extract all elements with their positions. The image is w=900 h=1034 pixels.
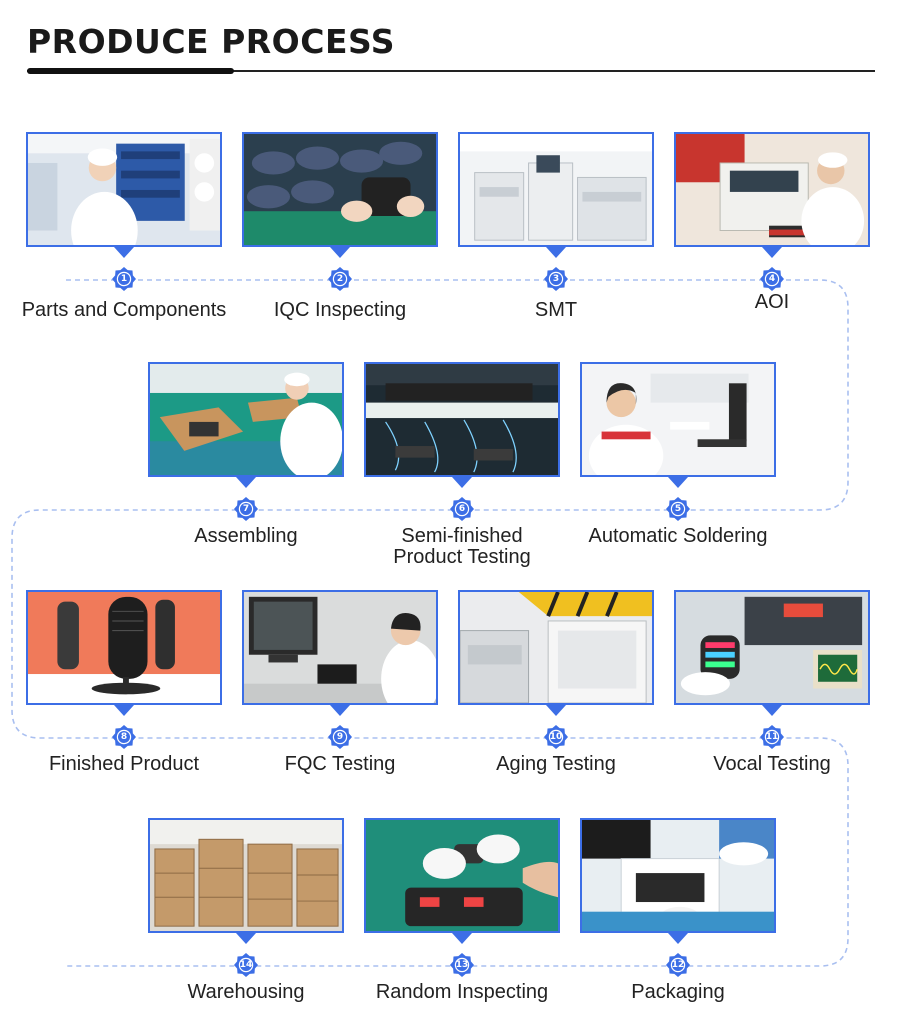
step-pointer-icon [546,705,566,716]
step-photo-packaging-box [580,818,776,933]
step-photo-testing-monitor [242,590,438,705]
step-number: 7 [234,497,258,521]
step-photo-smt-machines [458,132,654,247]
step-pointer-icon [762,247,782,258]
step-number-badge: 3 [544,267,568,291]
step-pointer-icon [236,477,256,488]
step-photo-test-rack [364,362,560,477]
step-pointer-icon [668,477,688,488]
step-label: Vocal Testing [644,754,900,775]
step-photo-random-check [364,818,560,933]
step-number-badge: 5 [666,497,690,521]
step-number-badge: 7 [234,497,258,521]
step-number: 8 [112,725,136,749]
step-pointer-icon [114,705,134,716]
step-photo-warehouse-shelves [26,132,222,247]
step-pointer-icon [452,477,472,488]
step-number: 2 [328,267,352,291]
step-number-badge: 1 [112,267,136,291]
step-number-badge: 6 [450,497,474,521]
step-number: 11 [760,725,784,749]
step-pointer-icon [452,933,472,944]
step-number-badge: 10 [544,725,568,749]
step-pointer-icon [668,933,688,944]
step-label: Warehousing [118,982,374,1003]
step-number: 1 [112,267,136,291]
step-number: 12 [666,953,690,977]
step-number-badge: 14 [234,953,258,977]
step-number: 4 [760,267,784,291]
step-number: 5 [666,497,690,521]
step-label: AOI [644,292,900,313]
step-pointer-icon [546,247,566,258]
step-number: 14 [234,953,258,977]
step-photo-aging-cabinet [458,590,654,705]
step-number-badge: 2 [328,267,352,291]
step-number-badge: 11 [760,725,784,749]
step-number: 9 [328,725,352,749]
step-number: 6 [450,497,474,521]
step-photo-computer-station [580,362,776,477]
step-photo-inspecting-parts [242,132,438,247]
step-number: 10 [544,725,568,749]
step-number: 13 [450,953,474,977]
step-number-badge: 8 [112,725,136,749]
step-number-badge: 12 [666,953,690,977]
step-pointer-icon [330,705,350,716]
step-photo-assembly-line [148,362,344,477]
step-pointer-icon [330,247,350,258]
step-label: Assembling [118,526,374,547]
step-photo-aoi-machine [674,132,870,247]
step-photo-carton-stacks [148,818,344,933]
step-number-badge: 4 [760,267,784,291]
step-photo-oscilloscope [674,590,870,705]
step-number-badge: 13 [450,953,474,977]
step-pointer-icon [114,247,134,258]
step-number: 3 [544,267,568,291]
step-photo-microphone [26,590,222,705]
step-pointer-icon [236,933,256,944]
step-pointer-icon [762,705,782,716]
step-number-badge: 9 [328,725,352,749]
